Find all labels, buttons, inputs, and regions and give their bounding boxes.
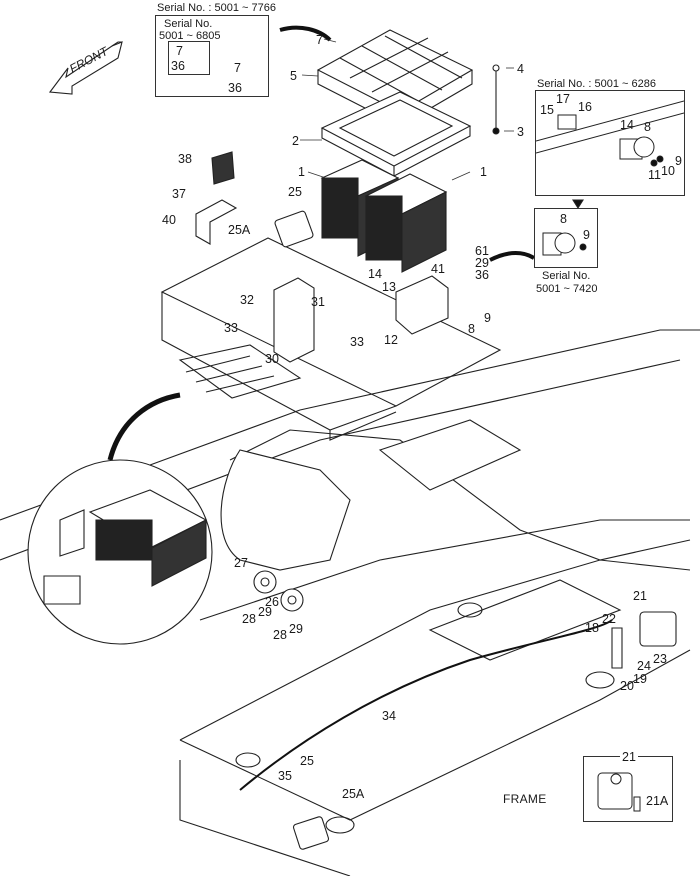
callout-1: 1 [298, 165, 305, 179]
callout-7: 7 [234, 61, 241, 75]
callout-25: 25 [300, 754, 314, 768]
detail-circle [28, 460, 212, 644]
inset-mid-right-title-2: 5001 ~ 7420 [536, 283, 598, 295]
callout-31: 31 [311, 295, 325, 309]
callout-20: 20 [620, 679, 634, 693]
callout-26: 26 [265, 595, 279, 609]
inset-mid-right-part [535, 209, 597, 267]
callout-29: 29 [258, 605, 272, 619]
battery-platform [162, 238, 500, 440]
callout-17: 17 [556, 92, 570, 106]
callout-30: 30 [265, 352, 279, 366]
callout-41: 41 [431, 262, 445, 276]
callout-21A: 21A [646, 794, 669, 808]
callout-25A: 25A [228, 223, 251, 237]
callout-9: 9 [675, 154, 682, 168]
callout-36: 36 [171, 59, 185, 73]
inset-top-left-subtitle-1: Serial No. [164, 18, 213, 30]
inset-top-right: 15 17 16 14 8 11 10 9 [535, 90, 685, 196]
inset-top-right-title: Serial No. : 5001 ~ 6286 [537, 78, 656, 90]
callout-16: 16 [578, 100, 592, 114]
callout-29: 29 [289, 622, 303, 636]
inset-mid-right: 8 9 [534, 208, 598, 268]
inset-top-left: Serial No. 5001 ~ 6805 7 36 7 36 [155, 15, 269, 97]
main-frame [0, 330, 700, 876]
callout-9: 9 [484, 311, 491, 325]
callout-29: 29 [475, 256, 489, 270]
frame-label: FRAME [503, 792, 547, 806]
callout-34: 34 [382, 709, 396, 723]
inset-bottom-right: 21 21A [583, 751, 673, 822]
callout-27: 27 [234, 556, 248, 570]
callout-36: 36 [475, 268, 489, 282]
callout-7: 7 [316, 33, 323, 47]
battery-right [366, 174, 446, 272]
callout-5: 5 [290, 69, 297, 83]
callout-28: 28 [273, 628, 287, 642]
front-arrow-icon [50, 42, 122, 94]
callout-13: 13 [382, 280, 396, 294]
callout-33: 33 [224, 321, 238, 335]
callout-8: 8 [560, 212, 567, 226]
callout-12: 12 [384, 333, 398, 347]
inset-top-left-subtitle-2: 5001 ~ 6805 [159, 30, 221, 42]
inset-bottom-right-part [584, 757, 672, 821]
callout-14: 14 [368, 267, 382, 281]
callout-61: 61 [475, 244, 489, 258]
callout-8: 8 [644, 120, 651, 134]
callout-36: 36 [228, 81, 242, 95]
callout-37: 37 [172, 187, 186, 201]
callout-33: 33 [350, 335, 364, 349]
callout-38: 38 [178, 152, 192, 166]
callout-21: 21 [620, 750, 638, 764]
callout-3: 3 [517, 125, 524, 139]
battery-holder [322, 92, 470, 176]
callout-9: 9 [583, 228, 590, 242]
callout-15: 15 [540, 103, 554, 117]
callout-18: 18 [585, 621, 599, 635]
inset-top-left-inner [168, 41, 210, 75]
callout-40: 40 [162, 213, 176, 227]
inset-mid-right-title-1: Serial No. [542, 270, 591, 282]
callout-21: 21 [633, 589, 647, 603]
callout-10: 10 [661, 164, 675, 178]
callout-19: 19 [633, 672, 647, 686]
callout-2: 2 [292, 134, 299, 148]
callout-24: 24 [637, 659, 651, 673]
callout-11: 11 [648, 168, 661, 182]
callout-32: 32 [240, 293, 254, 307]
callout-14: 14 [620, 118, 634, 132]
callout-25A: 25A [342, 787, 365, 801]
callout-22: 22 [602, 612, 616, 626]
inset-top-right-parts [536, 91, 684, 195]
battery-cover [318, 30, 472, 126]
callout-8: 8 [468, 322, 475, 336]
callout-1: 1 [480, 165, 487, 179]
callout-25: 25 [288, 185, 302, 199]
inset-top-left-title: Serial No. : 5001 ~ 7766 [157, 2, 276, 14]
callout-4: 4 [517, 62, 524, 76]
callout-28: 28 [242, 612, 256, 626]
callout-23: 23 [653, 652, 667, 666]
callout-7: 7 [176, 44, 183, 58]
callout-35: 35 [278, 769, 292, 783]
